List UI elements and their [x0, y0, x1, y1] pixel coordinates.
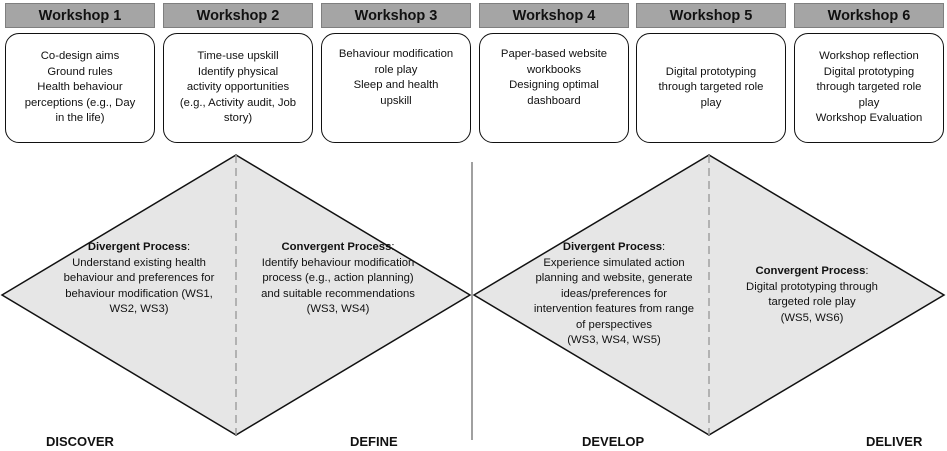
process-line: and suitable recommendations	[261, 287, 415, 300]
process-line: planning and website, generate	[535, 272, 693, 284]
workshop-4-line: dashboard	[527, 94, 581, 107]
workshop-4-line: workbooks	[527, 63, 581, 76]
process-line: (WS5, WS6)	[780, 311, 844, 324]
workshop-6-line: play	[858, 96, 880, 109]
workshop-1-header: Workshop 1	[5, 3, 155, 28]
workshop-4-line: Paper-based website	[500, 48, 608, 60]
workshop-1-line: Ground rules	[47, 65, 113, 78]
process-line: Experience simulated action	[543, 256, 685, 269]
workshop-5-line: play	[700, 96, 722, 109]
process-title: Divergent Process	[87, 241, 188, 253]
process-line: targeted role play	[768, 296, 856, 308]
process-line: Identify behaviour modification	[261, 256, 415, 269]
phase-discover: DISCOVER	[46, 434, 114, 449]
process-title: Divergent Process	[562, 241, 663, 253]
workshop-1-line: Health behaviour	[37, 81, 123, 94]
workshop-3-line: role play	[374, 63, 418, 76]
phase-deliver: DELIVER	[866, 434, 923, 449]
workshop-6-header: Workshop 6	[794, 3, 944, 28]
workshop-5-card: Digital prototyping through targeted rol…	[636, 33, 786, 143]
define-process-text: Convergent Process: Identify behaviour m…	[240, 240, 436, 318]
phase-define: DEFINE	[350, 434, 398, 449]
workshop-2-line: activity opportunities	[186, 81, 290, 94]
diamond-right	[472, 154, 946, 436]
workshop-1-card: Co-design aims Ground rules Health behav…	[5, 33, 155, 143]
workshop-3-line: Behaviour modification	[338, 48, 454, 60]
workshop-5-line: through targeted role	[658, 81, 764, 94]
process-line: of perspectives	[576, 318, 652, 331]
phase-develop: DEVELOP	[582, 434, 645, 449]
workshop-5-header: Workshop 5	[636, 3, 786, 28]
diamond-left	[0, 154, 472, 436]
process-title: Convergent Process	[281, 241, 392, 253]
workshop-1-line: Co-design aims	[40, 50, 120, 63]
deliver-process-text: Convergent Process: Digital prototyping …	[722, 264, 902, 326]
workshop-4-line: Designing optimal	[509, 79, 599, 91]
workshop-6-line: Workshop reflection	[819, 50, 919, 63]
process-line: behaviour and preferences for	[63, 272, 215, 284]
process-title: Convergent Process	[755, 265, 866, 277]
process-line: behaviour modification (WS1,	[65, 287, 213, 300]
workshop-1-line: perceptions (e.g., Day	[24, 96, 136, 109]
process-line: (WS3, WS4)	[306, 303, 370, 315]
process-line: Digital prototyping through	[746, 280, 878, 293]
workshop-2-line: story)	[223, 112, 253, 125]
workshop-3-header: Workshop 3	[321, 3, 471, 28]
workshop-6-line: Workshop Evaluation	[815, 112, 923, 125]
process-line: (WS3, WS4, WS5)	[567, 334, 661, 346]
workshop-1-line: in the life)	[55, 112, 105, 125]
discover-process-text: Divergent Process: Understand existing h…	[45, 240, 233, 318]
workshop-3-card: Behaviour modification role play Sleep a…	[321, 33, 471, 143]
workshop-4-header: Workshop 4	[479, 3, 629, 28]
workshop-6-card: Workshop reflection Digital prototyping …	[794, 33, 944, 143]
process-line: intervention features from range	[533, 303, 695, 315]
workshop-5-line: Digital prototyping	[665, 65, 757, 78]
workshop-2-line: Identify physical	[197, 65, 279, 78]
workshop-6-line: through targeted role	[816, 81, 922, 94]
workshop-6-line: Digital prototyping	[823, 65, 915, 78]
process-line: process (e.g., action planning)	[262, 272, 414, 284]
workshop-4-card: Paper-based website workbooks Designing …	[479, 33, 629, 143]
develop-process-text: Divergent Process: Experience simulated …	[514, 240, 714, 349]
process-line: ideas/preferences for	[560, 287, 668, 300]
workshop-2-line: Time-use upskill	[197, 50, 279, 63]
workshop-3-line: Sleep and health	[353, 79, 439, 91]
process-line: WS2, WS3)	[109, 303, 169, 315]
workshop-2-line: (e.g., Activity audit, Job	[179, 96, 297, 109]
workshop-2-header: Workshop 2	[163, 3, 313, 28]
workshop-3-line: upskill	[380, 94, 412, 107]
workshop-2-card: Time-use upskill Identify physical activ…	[163, 33, 313, 143]
process-line: Understand existing health	[72, 256, 206, 269]
